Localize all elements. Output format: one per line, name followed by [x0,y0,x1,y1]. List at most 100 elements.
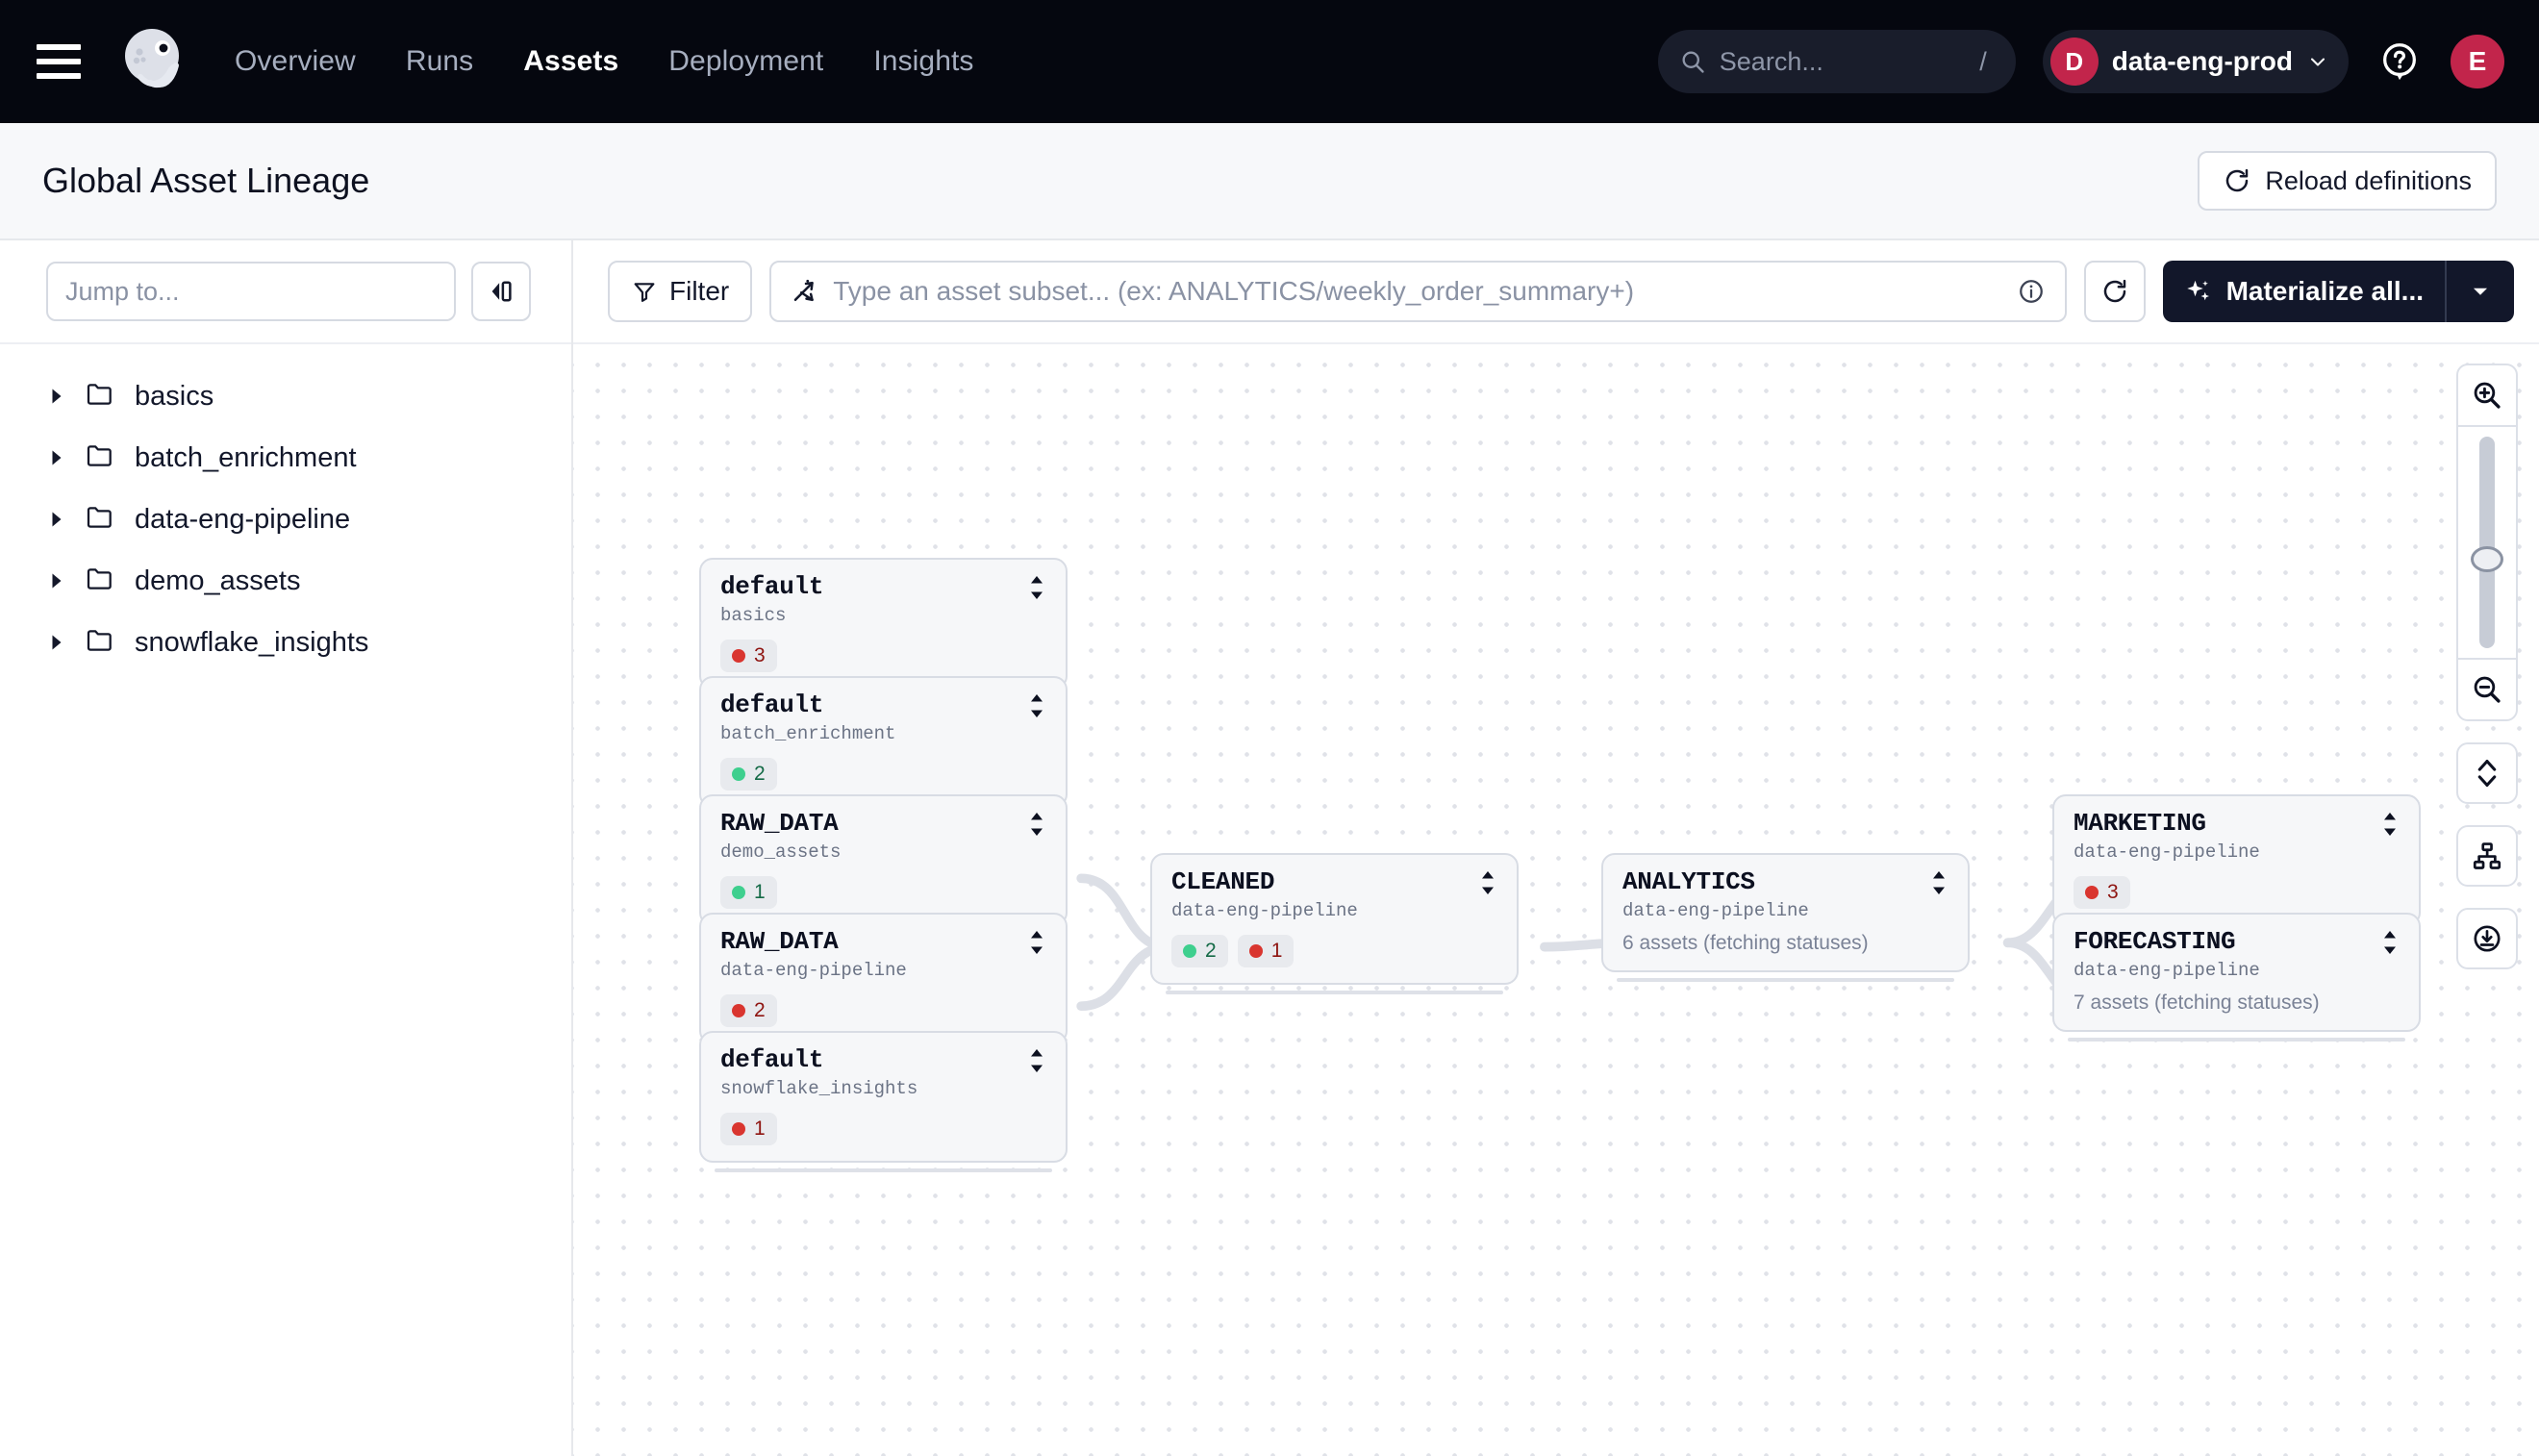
node-title: default [720,690,824,719]
expand-collapse-icon[interactable] [1027,928,1046,957]
asset-node-pipeline-raw-data[interactable]: RAW_DATA data-eng-pipeline 2 [699,913,1068,1054]
expand-collapse-all-button[interactable] [2456,742,2518,804]
node-header: RAW_DATA data-eng-pipeline [720,927,1046,983]
nav-right-cluster: Search... / D data-eng-prod E [1657,0,2504,123]
node-title: ANALYTICS [1622,867,1755,896]
node-header: MARKETING data-eng-pipeline [2074,809,2400,865]
folder-icon [85,564,115,599]
global-search-input[interactable]: Search... / [1657,30,2016,93]
status-count: 1 [754,880,766,903]
node-status-badges: 1 [720,1112,1046,1145]
page-title: Global Asset Lineage [42,161,370,200]
node-subtitle: demo_assets [720,841,842,863]
status-badge[interactable]: 1 [1237,934,1295,967]
node-text-block: default batch_enrichment [720,690,895,746]
asset-node-forecasting[interactable]: FORECASTING data-eng-pipeline 7 assets (… [2052,913,2421,1042]
nav-link-runs[interactable]: Runs [405,45,474,77]
expand-collapse-icon[interactable] [1027,1046,1046,1075]
info-circle-icon[interactable] [2017,277,2046,306]
node-title: FORECASTING [2074,927,2236,956]
refresh-graph-button[interactable] [2083,261,2146,322]
status-count: 2 [1205,939,1217,962]
refresh-icon [2226,168,2249,192]
expand-collapse-icon[interactable] [2380,928,2400,957]
node-status-badges: 1 [720,875,1046,909]
status-count: 2 [754,762,766,785]
collapse-sidebar-button[interactable] [471,262,531,321]
lineage-graph-panel: Filter Type an asset subset... (ex: ANAL… [573,240,2539,1456]
status-dot-red [732,1121,745,1136]
sidebar-item-demo-assets[interactable]: demo_assets [0,550,571,612]
zoom-slider[interactable] [2458,427,2516,658]
materialize-dropdown-button[interactable] [2447,279,2514,304]
sidebar-item-snowflake-insights[interactable]: snowflake_insights [0,612,571,673]
node-title: MARKETING [2074,809,2206,838]
dagster-logo-icon[interactable] [112,21,192,102]
materialize-main[interactable]: Materialize all... [2163,276,2445,307]
sidebar-item-data-eng-pipeline[interactable]: data-eng-pipeline [0,489,571,550]
sidebar-item-basics[interactable]: basics [0,365,571,427]
lineage-canvas[interactable]: default basics 3 [573,344,2539,1456]
asset-graph-icon [793,279,814,301]
node-subtitle: data-eng-pipeline [2074,841,2260,863]
zoom-in-button[interactable] [2458,365,2516,425]
asset-node-demo-assets-raw-data[interactable]: RAW_DATA demo_assets 1 [699,794,1068,936]
status-badge[interactable]: 2 [1171,934,1228,967]
asset-node-batch-enrichment-default[interactable]: default batch_enrichment 2 [699,676,1068,817]
expand-collapse-icon[interactable] [1027,573,1046,602]
sidebar-item-batch-enrichment[interactable]: batch_enrichment [0,427,571,489]
sparkle-icon [2186,280,2209,301]
nav-link-assets[interactable]: Assets [523,45,619,77]
deployment-switcher[interactable]: D data-eng-prod [2042,30,2349,93]
hierarchy-layout-icon [2473,842,2501,869]
filter-icon [634,283,655,302]
zoom-out-button[interactable] [2458,660,2516,719]
asset-node-basics-default[interactable]: default basics 3 [699,558,1068,699]
materialize-all-button[interactable]: Materialize all... [2162,261,2514,322]
expand-collapse-icon[interactable] [2380,810,2400,839]
jump-to-input[interactable] [46,262,456,321]
chevron-right-icon [48,572,65,590]
refresh-icon [2103,279,2125,303]
nav-link-deployment[interactable]: Deployment [668,45,824,77]
asset-node-analytics[interactable]: ANALYTICS data-eng-pipeline 6 assets (fe… [1601,853,1970,982]
status-badge[interactable]: 1 [720,875,777,909]
user-avatar[interactable]: E [2451,35,2504,88]
reload-definitions-button[interactable]: Reload definitions [2198,151,2497,211]
asset-subset-input[interactable]: Type an asset subset... (ex: ANALYTICS/w… [769,261,2067,322]
nav-link-insights[interactable]: Insights [873,45,974,77]
fit-to-screen-button[interactable] [2456,908,2518,969]
folder-icon [85,502,115,538]
asset-node-cleaned[interactable]: CLEANED data-eng-pipeline 2 [1150,853,1519,994]
help-button[interactable] [2376,38,2424,86]
expand-collapse-icon[interactable] [1027,691,1046,720]
status-badge[interactable]: 2 [720,757,777,791]
nav-link-overview[interactable]: Overview [235,45,356,77]
layout-direction-button[interactable] [2456,825,2518,887]
expand-collapse-icon[interactable] [1929,868,1948,897]
status-badge[interactable]: 3 [2074,875,2130,909]
deployment-name: data-eng-prod [2111,46,2293,76]
hamburger-menu-icon[interactable] [37,44,81,79]
chevron-right-icon [48,388,65,405]
status-badge[interactable]: 1 [720,1112,777,1145]
zoom-in-icon [2474,382,2501,409]
asset-node-snowflake-insights-default[interactable]: default snowflake_insights 1 [699,1031,1068,1172]
expand-collapse-icon[interactable] [1478,868,1497,897]
expand-collapse-icon[interactable] [1027,810,1046,839]
asset-node-marketing[interactable]: MARKETING data-eng-pipeline 3 [2052,794,2421,936]
node-header: default snowflake_insights [720,1045,1046,1101]
status-badge[interactable]: 2 [720,993,777,1027]
reload-definitions-label: Reload definitions [2265,165,2472,195]
node-status-badges: 2 [720,757,1046,791]
chevron-down-icon [2311,58,2325,66]
folder-icon [85,625,115,661]
zoom-slider-thumb[interactable] [2471,546,2503,572]
status-badge[interactable]: 3 [720,639,777,672]
graph-zoom-controls [2456,364,2518,969]
status-count: 3 [754,643,766,666]
filter-button[interactable]: Filter [608,261,753,322]
node-text-block: default basics [720,572,824,628]
node-title: default [720,572,824,601]
